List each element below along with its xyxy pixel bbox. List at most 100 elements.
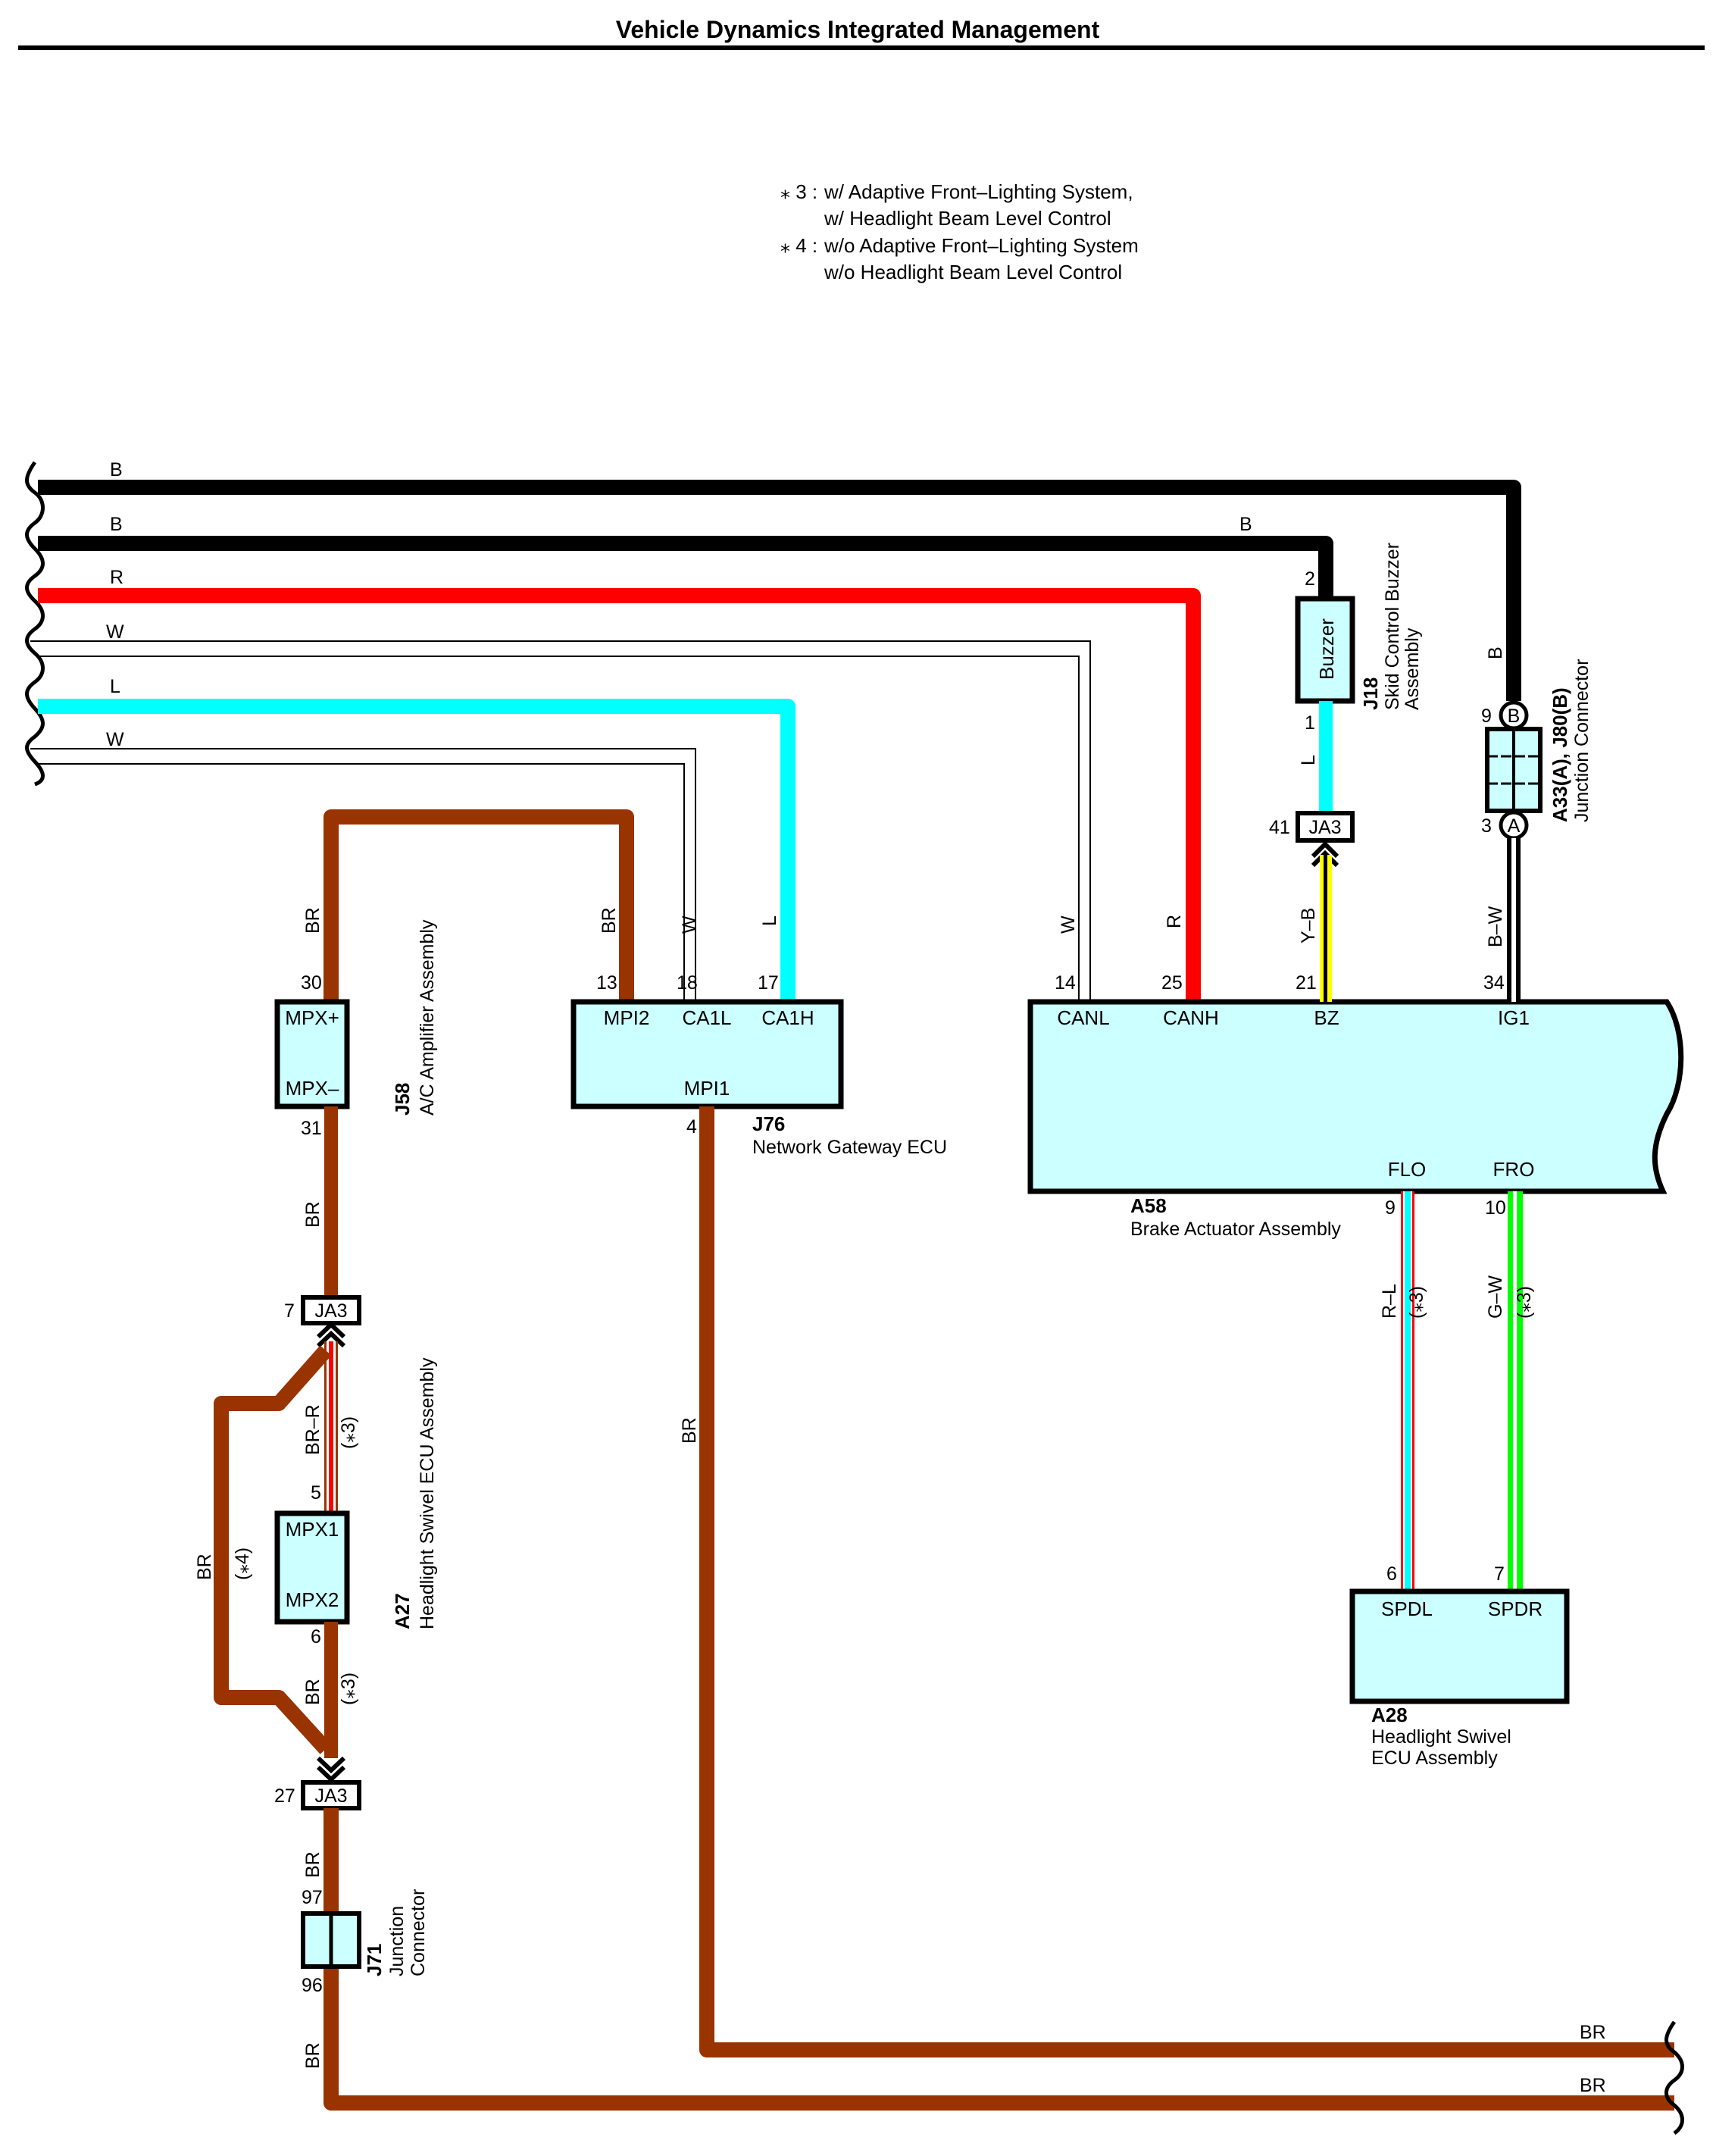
wire-label-br-bypass: BR bbox=[194, 1554, 215, 1580]
junction-ja3-41[interactable] bbox=[1296, 811, 1355, 843]
wire-l-ca1h[interactable] bbox=[38, 699, 795, 1002]
terminal-a58-bz: BZ bbox=[1314, 1006, 1339, 1029]
wire-label-r: R bbox=[110, 567, 123, 588]
terminal-j76-ca1l: CA1L bbox=[682, 1006, 731, 1029]
wire-label-br-j76-top: BR bbox=[599, 907, 620, 934]
component-a28-code: A28 bbox=[1371, 1704, 1408, 1726]
wire-br-mpi1[interactable] bbox=[699, 1106, 1674, 2057]
component-j58-name: A/C Amplifier Assembly bbox=[417, 919, 438, 1116]
component-a58-code: A58 bbox=[1130, 1194, 1167, 1217]
pin-j76-17: 17 bbox=[758, 972, 779, 994]
pin-a27-5: 5 bbox=[311, 1482, 321, 1504]
wire-br-j71[interactable] bbox=[324, 1808, 1674, 2111]
wire-br-mpx-loop[interactable] bbox=[324, 809, 634, 1002]
note-br-a27-bottom: (⁎3) bbox=[338, 1673, 359, 1705]
wire-r-canh[interactable] bbox=[38, 588, 1201, 1002]
title-rule bbox=[18, 45, 1705, 50]
note-4-line-1: w/o Adaptive Front–Lighting System bbox=[824, 234, 1139, 257]
component-j76-name: Network Gateway ECU bbox=[752, 1137, 947, 1158]
wire-gw-stripe bbox=[1513, 1191, 1517, 1591]
pin-j71-96: 96 bbox=[302, 1975, 323, 1996]
wire-label-br-j58-top: BR bbox=[302, 907, 324, 934]
wire-br-bypass[interactable] bbox=[214, 1345, 332, 1754]
wire-brr-stripe bbox=[329, 1341, 333, 1513]
component-j18-code: J18 bbox=[1359, 677, 1382, 710]
terminal-j58-mpx-minus: MPX– bbox=[286, 1077, 339, 1100]
junction-ja3-27[interactable] bbox=[301, 1780, 361, 1810]
wire-label-br-right-1: BR bbox=[1580, 2022, 1606, 2043]
terminal-a58-canl: CANL bbox=[1057, 1006, 1109, 1029]
note-3-line-2: w/ Headlight Beam Level Control bbox=[824, 207, 1111, 230]
wire-label-rl: R–L bbox=[1379, 1284, 1400, 1319]
terminal-j76-ca1h: CA1H bbox=[761, 1006, 814, 1029]
component-a58-name: Brake Actuator Assembly bbox=[1130, 1219, 1341, 1240]
wire-w-ca1l-outer[interactable] bbox=[30, 748, 696, 1002]
wire-label-b-1: B bbox=[110, 459, 123, 480]
component-a33-j80-name: Junction Connector bbox=[1571, 659, 1593, 822]
component-j58-box[interactable] bbox=[274, 999, 350, 1109]
component-a27-code: A27 bbox=[391, 1593, 414, 1629]
pin-j58-31: 31 bbox=[301, 1118, 322, 1139]
component-j18-name-1: Skid Control Buzzer bbox=[1382, 543, 1403, 710]
connector-chevron-icon bbox=[1311, 840, 1339, 868]
wire-label-b-buzzer: B bbox=[1239, 514, 1252, 535]
pin-jc-3: 3 bbox=[1481, 815, 1492, 837]
component-j71-name-2: Connector bbox=[408, 1889, 429, 1976]
wire-label-w-2: W bbox=[106, 729, 124, 750]
note-3-line-1: w/ Adaptive Front–Lighting System, bbox=[824, 180, 1133, 203]
wire-rl-stripe bbox=[1405, 1191, 1411, 1591]
page-title: Vehicle Dynamics Integrated Management bbox=[616, 16, 1100, 43]
pin-j76-13: 13 bbox=[596, 972, 617, 994]
junction-ja3-27-pin: 27 bbox=[274, 1785, 295, 1807]
pin-j71-97: 97 bbox=[302, 1887, 323, 1908]
component-j18-box[interactable] bbox=[1295, 596, 1355, 704]
wire-w-canl-inner[interactable] bbox=[38, 656, 1080, 1002]
terminal-j58-mpx-plus: MPX+ bbox=[285, 1006, 339, 1029]
pin-a58-34: 34 bbox=[1483, 972, 1505, 994]
wire-label-br-j71-top: BR bbox=[302, 1851, 324, 1878]
pin-a27-6: 6 bbox=[311, 1626, 321, 1648]
terminal-a58-ig1: IG1 bbox=[1498, 1006, 1530, 1029]
note-bypass: (⁎4) bbox=[232, 1547, 253, 1580]
pin-jc-9: 9 bbox=[1481, 706, 1492, 727]
component-j58-code: J58 bbox=[391, 1083, 414, 1116]
notes: ⁎ 3 : w/ Adaptive Front–Lighting System,… bbox=[780, 180, 1139, 283]
harness-break-right bbox=[1664, 2020, 1684, 2136]
wire-label-w-1: W bbox=[106, 621, 124, 643]
note-3-mark: ⁎ 3 : bbox=[780, 180, 817, 203]
terminal-a27-mpx1: MPX1 bbox=[286, 1518, 339, 1541]
connector-chevron-icon bbox=[316, 1756, 346, 1783]
wire-b-buzzer[interactable] bbox=[38, 536, 1333, 599]
terminal-a28-spdl: SPDL bbox=[1381, 1597, 1433, 1620]
wire-label-b-2: B bbox=[110, 514, 123, 535]
component-a28-name-1: Headlight Swivel bbox=[1371, 1726, 1511, 1748]
wire-b-ig[interactable] bbox=[38, 480, 1521, 701]
wire-rl-gap-1 bbox=[1403, 1191, 1405, 1591]
junction-ja3-7-label: JA3 bbox=[314, 1300, 347, 1322]
pin-a58-25: 25 bbox=[1161, 972, 1183, 994]
component-j71-code: J71 bbox=[363, 1944, 386, 1976]
component-j76-code: J76 bbox=[752, 1112, 785, 1135]
wire-br-mpx-minus[interactable] bbox=[324, 1106, 338, 1297]
wire-label-gw: G–W bbox=[1485, 1275, 1506, 1319]
wire-label-l-buzzer: L bbox=[1298, 755, 1319, 765]
connector-chevron-icon bbox=[316, 1321, 346, 1348]
component-a58-box[interactable] bbox=[1027, 999, 1684, 1194]
wire-label-l-j76: L bbox=[759, 915, 780, 926]
wire-label-l: L bbox=[110, 676, 120, 697]
wire-w-canl-outer[interactable] bbox=[30, 640, 1091, 1002]
wire-label-br-right-2: BR bbox=[1580, 2075, 1606, 2096]
note-4-line-2: w/o Headlight Beam Level Control bbox=[824, 261, 1122, 283]
note-rl: (⁎3) bbox=[1406, 1286, 1427, 1319]
wire-label-yb-a58: Y–B bbox=[1298, 908, 1319, 943]
wire-label-b-jc: B bbox=[1485, 646, 1506, 659]
wire-w-ca1l-inner[interactable] bbox=[38, 763, 685, 1002]
component-a28-box[interactable] bbox=[1349, 1588, 1570, 1704]
junction-ja3-7-pin: 7 bbox=[284, 1300, 295, 1322]
component-a27-box[interactable] bbox=[274, 1510, 350, 1625]
component-j71-name-1: Junction bbox=[386, 1906, 408, 1976]
wire-br-mpx2[interactable] bbox=[324, 1622, 338, 1758]
wire-label-r-a58: R bbox=[1164, 915, 1185, 928]
wire-l-buzzer[interactable] bbox=[1319, 701, 1333, 813]
note-4-mark: ⁎ 4 : bbox=[780, 234, 817, 257]
